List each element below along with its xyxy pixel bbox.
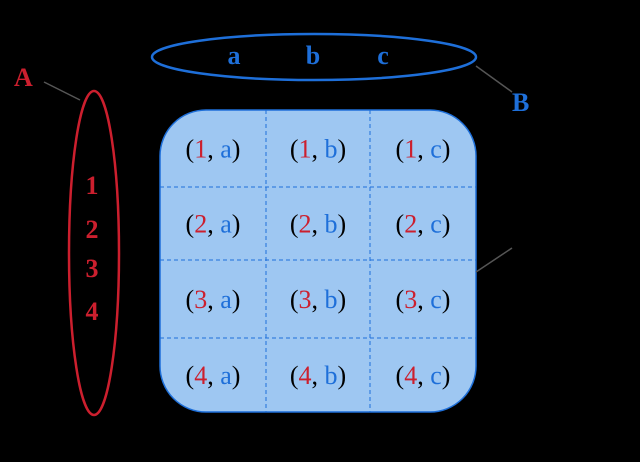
- product-cell: (3, c): [396, 285, 451, 314]
- product-grid-background: [159, 109, 477, 413]
- set-b-element: c: [377, 41, 389, 70]
- set-b-elements: a b c: [228, 41, 389, 70]
- set-b-element: a: [228, 41, 241, 70]
- set-a-element: 2: [86, 215, 99, 244]
- product-cell: (2, a): [186, 210, 241, 239]
- set-b-label: B: [512, 88, 529, 117]
- product-cell: (4, c): [396, 361, 451, 390]
- set-a-element: 1: [86, 171, 99, 200]
- set-b-leader-line: [475, 65, 513, 93]
- product-grid-dividers: [160, 110, 476, 412]
- set-a-label: A: [14, 63, 33, 92]
- set-a-elements: 1 2 3 4: [86, 171, 99, 326]
- set-a-element: 4: [86, 297, 99, 326]
- product-cell: (4, a): [186, 361, 241, 390]
- set-a-element: 3: [86, 254, 99, 283]
- product-cell: (4, b): [290, 361, 346, 390]
- product-cell: (1, a): [186, 135, 241, 164]
- set-b-element: b: [306, 41, 320, 70]
- product-cell: (1, c): [396, 135, 451, 164]
- product-label: AxB: [510, 221, 559, 250]
- product-cell: (2, c): [396, 210, 451, 239]
- product-grid-cells: (1, a) (1, b) (1, c) (2, a) (2, b) (2, c) (3, …: [186, 135, 451, 391]
- product-cell: (2, b): [290, 210, 346, 239]
- product-cell: (3, a): [186, 285, 241, 314]
- set-a-leader-line: [43, 81, 81, 101]
- set-b-ellipse: [150, 32, 478, 82]
- product-cell: (3, b): [290, 285, 346, 314]
- product-cell: (1, b): [290, 135, 346, 164]
- set-a-ellipse: [67, 89, 121, 417]
- product-leader-line: [475, 247, 513, 273]
